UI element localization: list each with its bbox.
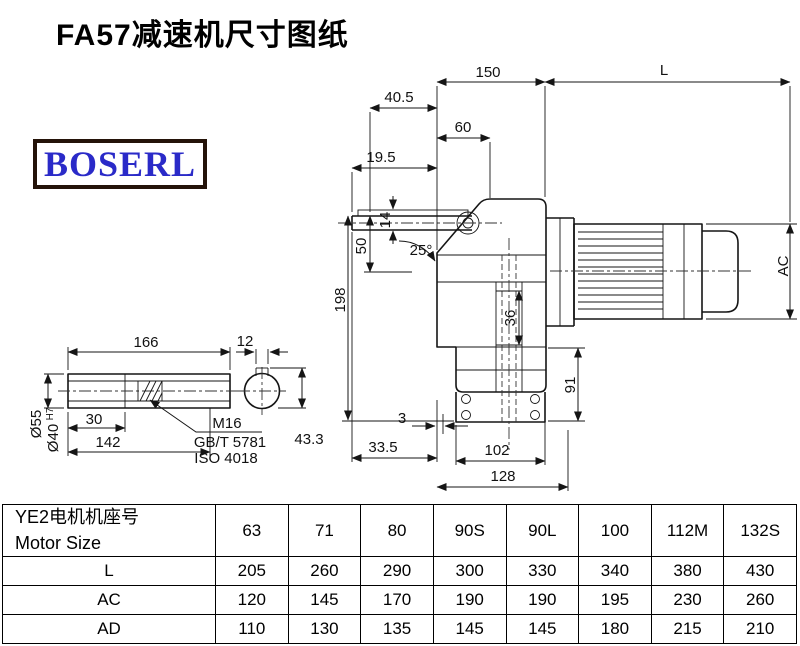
size-cell: 90S [432,504,507,557]
boserl-logo: BOSERL [33,139,207,189]
dim-30: 30 [86,411,103,428]
thread-standard-iso: ISO 4018 [194,450,257,467]
value-cell: 340 [578,556,652,586]
value-cell: 380 [650,556,725,586]
table-row: AD 110 130 135 145 145 180 215 210 [2,614,797,644]
table-row: YE2电机机座号 Motor Size 63 71 80 90S 90L 100… [2,504,797,557]
value-cell: 290 [360,556,434,586]
value-cell: 260 [723,585,797,615]
dim-91: 91 [562,377,579,394]
value-cell: 190 [505,585,580,615]
page-title: FA57减速机尺寸图纸 [56,19,349,52]
table-header-cell: YE2电机机座号 Motor Size [2,504,216,557]
value-cell: 300 [432,556,507,586]
size-cell: 112M [650,504,725,557]
thread-section [137,380,163,402]
size-cell: 90L [505,504,580,557]
logo-text: BOSERL [43,144,197,184]
value-cell: 260 [287,556,362,586]
dim-142: 142 [95,434,120,451]
dim-40-5: 40.5 [384,89,413,106]
size-cell: 100 [578,504,652,557]
value-cell: 230 [650,585,725,615]
thread-standard-gbt: GB/T 5781 [194,434,266,451]
size-cell: 63 [215,504,289,557]
value-cell: 145 [287,585,362,615]
motor-size-table: YE2电机机座号 Motor Size 63 71 80 90S 90L 100… [2,504,797,644]
size-cell: 71 [287,504,362,557]
value-cell: 190 [432,585,507,615]
row-label: AC [2,585,216,615]
dim-L: L [660,62,668,79]
input-shaft-key [357,209,469,217]
value-cell: 120 [215,585,289,615]
value-cell: 180 [578,614,652,644]
dim-3: 3 [398,410,406,427]
value-cell: 195 [578,585,652,615]
shaft-detail-view: 166 30 142 Ø55 Ø40 H7 M16 GB/T 5781 ISO … [28,333,324,467]
technical-drawing: 150 L 40.5 60 19.5 50 14 25° 198 36 91 A… [28,62,797,491]
dim-150: 150 [475,64,500,81]
dim-12: 12 [237,333,254,350]
value-cell: 205 [215,556,289,586]
dim-50: 50 [353,238,370,255]
table-row: L 205 260 290 300 330 340 380 430 [2,556,797,586]
table-header-line2: Motor Size [15,532,102,553]
dim-60: 60 [455,119,472,136]
value-cell: 145 [505,614,580,644]
row-label: L [2,556,216,586]
value-cell: 135 [360,614,434,644]
value-cell: 130 [287,614,362,644]
motor-body [573,223,703,320]
dim-dia55: Ø55 [28,410,45,438]
dim-14: 14 [377,212,394,229]
thread-callout-m16: M16 [212,415,241,432]
dim-43-3: 43.3 [294,431,323,448]
value-cell: 145 [432,614,507,644]
dim-AC: AC [775,255,792,276]
dim-198: 198 [332,287,349,312]
dim-angle-25: 25° [410,242,433,259]
value-cell: 330 [505,556,580,586]
dim-19-5: 19.5 [366,149,395,166]
size-cell: 132S [723,504,797,557]
dim-dia40: Ø40 [45,424,62,452]
table-row: AC 120 145 170 190 190 195 230 260 [2,585,797,615]
motor-fan-cover [702,230,739,313]
value-cell: 170 [360,585,434,615]
row-label: AD [2,614,216,644]
value-cell: 110 [215,614,289,644]
size-cell: 80 [360,504,434,557]
gearbox-housing-outline [436,198,547,393]
main-view: 150 L 40.5 60 19.5 50 14 25° 198 36 91 A… [332,62,797,491]
value-cell: 210 [723,614,797,644]
table-header-line1: YE2电机机座号 [15,507,140,528]
dim-dia40-tolerance: H7 [45,407,56,420]
dim-36: 36 [502,310,519,327]
value-cell: 430 [723,556,797,586]
dim-128: 128 [490,468,515,485]
motor-fins [578,231,663,310]
dim-102: 102 [484,442,509,459]
dim-33-5: 33.5 [368,439,397,456]
value-cell: 215 [650,614,725,644]
dim-166: 166 [133,334,158,351]
